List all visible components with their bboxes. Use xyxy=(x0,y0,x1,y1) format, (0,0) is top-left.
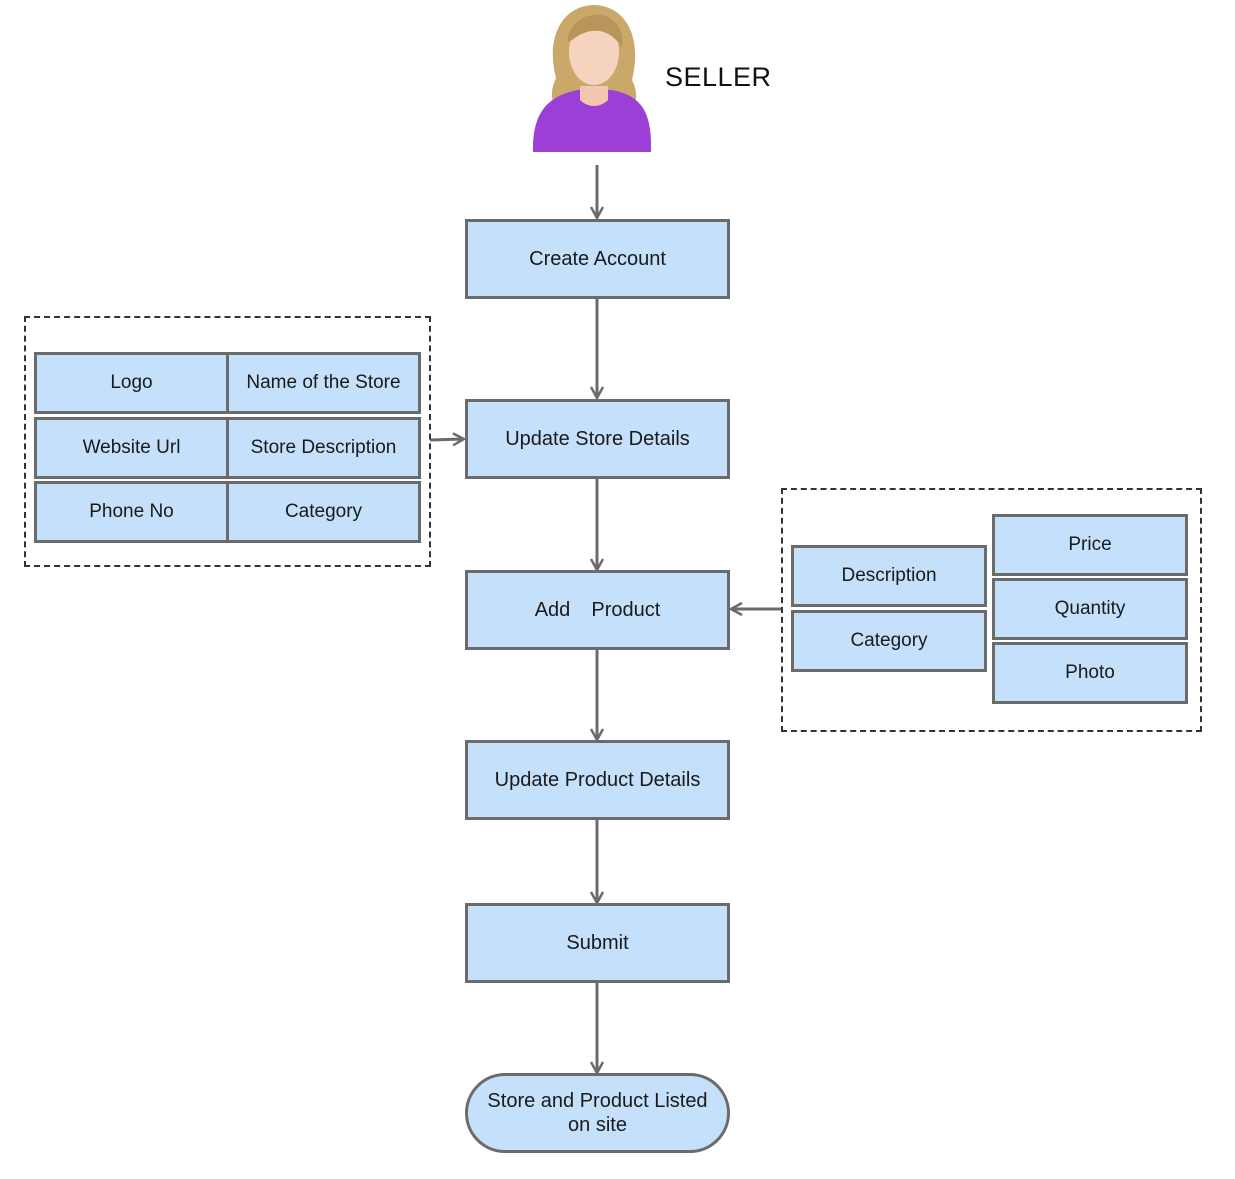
store-field-website-url: Website Url xyxy=(34,417,229,479)
product-field-price: Price xyxy=(992,514,1188,576)
user-avatar-icon xyxy=(532,5,652,152)
step-create-account: Create Account xyxy=(465,219,730,299)
step-update-product-details: Update Product Details xyxy=(465,740,730,820)
step-update-store-details: Update Store Details xyxy=(465,399,730,479)
end-terminal: Store and Product Listed on site xyxy=(465,1073,730,1153)
product-field-photo: Photo xyxy=(992,642,1188,704)
product-fields-group xyxy=(781,488,1202,732)
step-add-product: Add Product xyxy=(465,570,730,650)
store-field-description: Store Description xyxy=(226,417,421,479)
store-field-category: Category xyxy=(226,481,421,543)
product-field-category: Category xyxy=(791,610,987,672)
store-field-name: Name of the Store xyxy=(226,352,421,414)
store-field-phone: Phone No xyxy=(34,481,229,543)
product-field-quantity: Quantity xyxy=(992,578,1188,640)
actor-label: SELLER xyxy=(665,62,772,92)
arrow-store-fields-to-store xyxy=(429,439,464,440)
store-fields-group xyxy=(24,316,431,567)
step-submit: Submit xyxy=(465,903,730,983)
store-field-logo: Logo xyxy=(34,352,229,414)
product-field-description: Description xyxy=(791,545,987,607)
